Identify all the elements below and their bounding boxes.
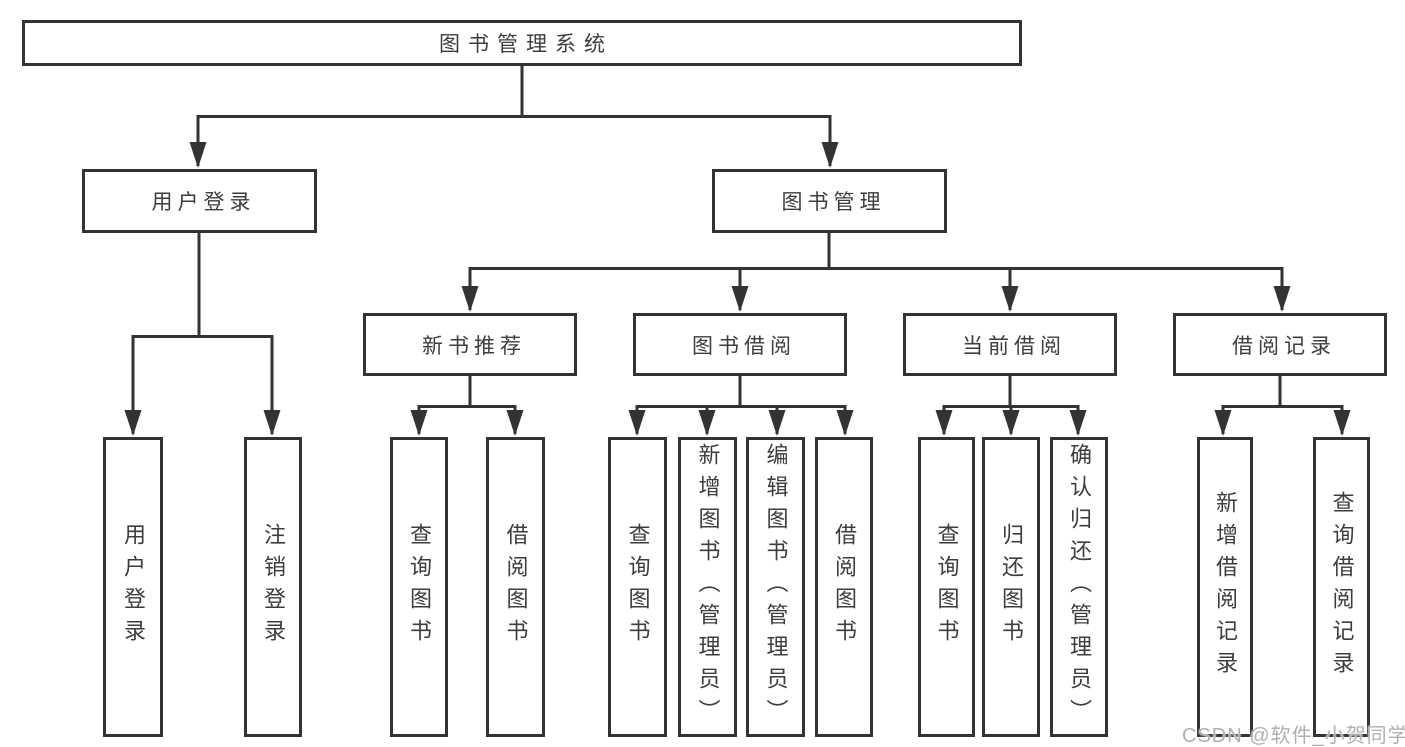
node-label: 新增图书（管理员） (695, 443, 721, 731)
leaf-query-borrow-record: 查询借阅记录 (1313, 437, 1370, 737)
leaf-borrow-books-borrow: 借阅图书 (815, 437, 873, 737)
node-label: 新书推荐 (422, 334, 526, 358)
leaf-logout: 注销登录 (244, 437, 302, 737)
leaf-user-login: 用户登录 (103, 437, 163, 737)
node-label: 用户登录 (121, 523, 146, 651)
node-label: 借阅图书 (832, 523, 857, 651)
node-label: 图书管理系统 (439, 33, 613, 56)
node-label: 确认归还（管理员） (1067, 443, 1092, 731)
node-label: 图书借阅 (692, 334, 796, 358)
leaf-borrow-books-recommend: 借阅图书 (486, 437, 545, 737)
node-root-library-system: 图书管理系统 (22, 20, 1022, 66)
leaf-return-book: 归还图书 (982, 437, 1040, 737)
node-label: 当前借阅 (962, 334, 1066, 358)
node-borrowing-records: 借阅记录 (1173, 313, 1387, 376)
node-new-book-recommend: 新书推荐 (363, 313, 577, 376)
leaf-query-books-borrow: 查询图书 (608, 437, 667, 737)
node-book-borrowing: 图书借阅 (633, 313, 847, 376)
csdn-watermark: CSDN @软件_小贺同学 (1182, 725, 1405, 747)
node-label: 查询图书 (625, 523, 651, 651)
leaf-edit-book-admin: 编辑图书（管理员） (746, 437, 805, 737)
leaf-query-books-recommend: 查询图书 (390, 437, 448, 737)
node-label: 查询图书 (407, 523, 432, 651)
leaf-add-borrow-record: 新增借阅记录 (1197, 437, 1253, 737)
node-label: 图书管理 (781, 191, 886, 214)
node-label: 查询图书 (934, 523, 960, 651)
node-label: 借阅图书 (503, 523, 529, 651)
leaf-confirm-return-admin: 确认归还（管理员） (1050, 437, 1108, 737)
leaf-add-book-admin: 新增图书（管理员） (678, 437, 737, 737)
node-book-management: 图书管理 (712, 169, 947, 233)
node-label: 新增借阅记录 (1213, 491, 1238, 683)
node-label: 查询借阅记录 (1329, 491, 1355, 683)
node-label: 归还图书 (999, 523, 1024, 651)
node-current-borrowing: 当前借阅 (903, 313, 1117, 376)
node-label: 编辑图书（管理员） (763, 443, 789, 731)
node-user-login: 用户登录 (82, 169, 317, 233)
node-label: 注销登录 (261, 523, 286, 651)
node-label: 借阅记录 (1232, 334, 1336, 358)
node-label: 用户登录 (151, 191, 256, 214)
leaf-query-books-current: 查询图书 (918, 437, 975, 737)
